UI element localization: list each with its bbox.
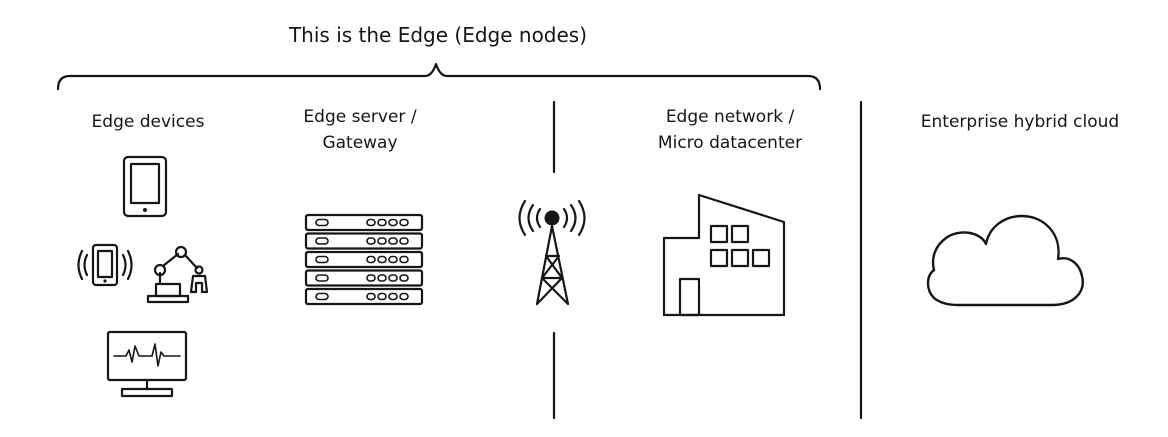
vibrating-phone-icon [77,243,133,287]
edge-network-label-line2: Micro datacenter [657,133,803,153]
edge-title: This is the Edge (Edge nodes) [288,23,588,47]
edge-devices-label: Edge devices [91,112,205,132]
tablet-icon [122,155,168,218]
monitor-waveform-icon [106,330,188,398]
robot-arm-icon [146,245,209,304]
edge-server-label-line1: Edge server / [303,107,417,127]
building-icon [662,193,786,317]
edge-server-label-line2: Gateway [322,133,398,153]
server-rack-icon [304,213,424,306]
edge-brace [56,62,822,91]
edge-network-label-line1: Edge network / [665,107,795,127]
cloud-label: Enterprise hybrid cloud [920,112,1120,132]
cloud-icon [926,214,1084,307]
cell-tower-icon [518,199,586,306]
